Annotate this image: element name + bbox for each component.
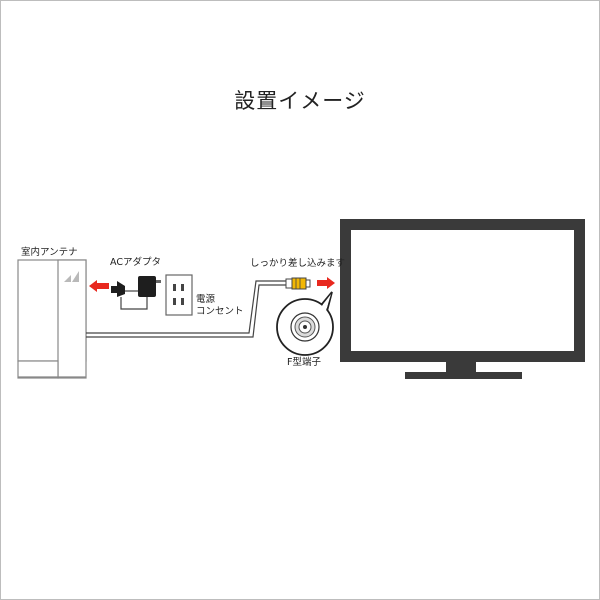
outlet-label-line2: コンセント bbox=[196, 306, 244, 317]
indoor-antenna-label: 室内アンテナ bbox=[21, 247, 78, 258]
ac-adapter-label: ACアダプタ bbox=[110, 257, 161, 268]
arrow-left-icon bbox=[89, 280, 109, 292]
ac-adapter-icon bbox=[111, 276, 161, 310]
antenna-cable bbox=[86, 280, 289, 334]
f-connector-callout bbox=[276, 291, 334, 356]
page-title: 設置イメージ bbox=[234, 89, 366, 113]
outlet-label-line1: 電源 bbox=[196, 294, 216, 305]
arrow-right-icon bbox=[317, 277, 335, 289]
f-connector-icon bbox=[290, 312, 320, 342]
power-outlet-icon bbox=[165, 274, 193, 316]
plug-in-label: しっかり差し込みます bbox=[250, 258, 346, 269]
f-connector-label: F型端子 bbox=[287, 357, 321, 368]
indoor-antenna bbox=[17, 259, 87, 379]
antenna-cable-outer bbox=[86, 284, 289, 338]
f-connector-plug bbox=[285, 277, 311, 290]
antenna-signal-icon bbox=[64, 271, 79, 282]
television bbox=[340, 219, 585, 379]
